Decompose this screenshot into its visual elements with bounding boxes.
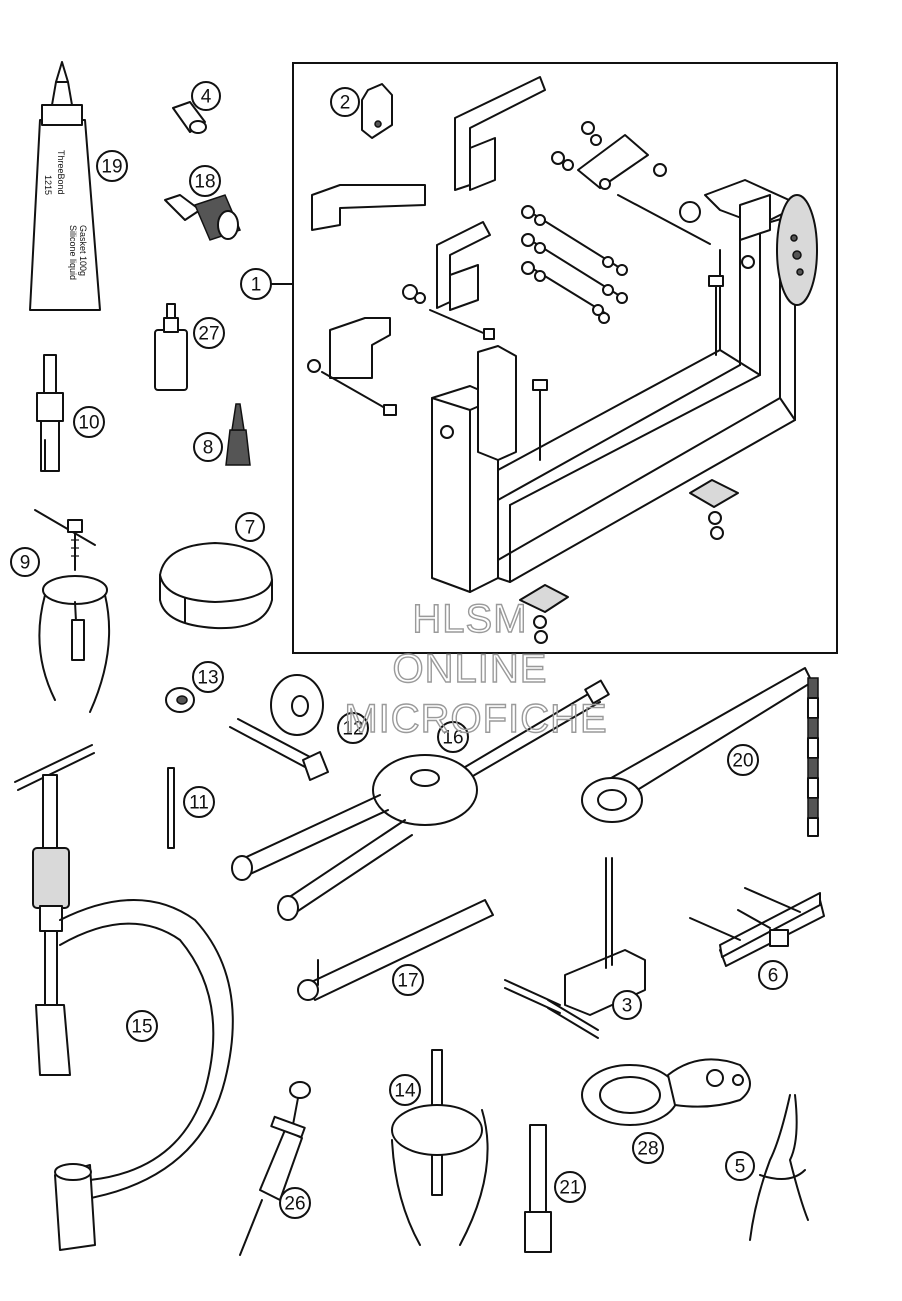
snap-ring-pliers-drawing bbox=[749, 1094, 809, 1241]
bolt-collar-drawing bbox=[229, 674, 329, 781]
svg-text:9: 9 bbox=[20, 553, 31, 574]
svg-text:8: 8 bbox=[203, 438, 214, 459]
callout-13: 13 bbox=[192, 661, 224, 693]
callout-2: 2 bbox=[330, 87, 360, 117]
two-jaw-puller-drawing bbox=[391, 1049, 489, 1246]
plug-drawing bbox=[172, 101, 207, 134]
tube-line2: Gasket 100g bbox=[78, 225, 88, 276]
watermark: HLSM ONLINE MICROFICHE bbox=[344, 596, 608, 741]
callout-19: 19 bbox=[96, 150, 128, 182]
svg-text:4: 4 bbox=[201, 87, 212, 108]
callout-20: 20 bbox=[727, 744, 759, 776]
engine-stand-drawing bbox=[307, 76, 818, 644]
svg-text:18: 18 bbox=[194, 172, 215, 193]
svg-text:21: 21 bbox=[559, 1178, 580, 1199]
holder-tool-drawing bbox=[231, 679, 610, 921]
clutch-holder-plate-drawing bbox=[581, 1058, 751, 1126]
callouts: 1 2 3 4 5 6 7 8 9 10 11 12 13 14 15 16 1… bbox=[10, 81, 788, 1219]
svg-text:20: 20 bbox=[732, 751, 753, 772]
callout-6: 6 bbox=[758, 960, 788, 990]
svg-text:5: 5 bbox=[735, 1157, 746, 1178]
tube-code: 1215 bbox=[43, 175, 53, 195]
callout-12: 12 bbox=[337, 712, 369, 744]
callout-10: 10 bbox=[73, 406, 105, 438]
callout-28: 28 bbox=[632, 1132, 664, 1164]
pin-drawing bbox=[167, 767, 175, 849]
svg-text:12: 12 bbox=[342, 719, 363, 740]
valve-spring-compressor-drawing bbox=[14, 744, 234, 1251]
callout-7: 7 bbox=[235, 512, 265, 542]
svg-text:28: 28 bbox=[637, 1139, 658, 1160]
svg-text:27: 27 bbox=[198, 324, 219, 345]
svg-text:10: 10 bbox=[78, 413, 99, 434]
holder-wrench-drawing bbox=[297, 899, 494, 1001]
callout-1: 1 bbox=[240, 268, 272, 300]
washer-drawing bbox=[165, 687, 195, 713]
tube-line1: Silicone liquid bbox=[68, 225, 78, 280]
bottle-drawing bbox=[154, 303, 188, 391]
small-bottle-drawing bbox=[225, 403, 251, 466]
svg-text:7: 7 bbox=[245, 518, 256, 539]
engine-stand-frame-box bbox=[292, 62, 838, 654]
watermark-line3: MICROFICHE bbox=[344, 697, 607, 741]
callout-14: 14 bbox=[389, 1074, 421, 1106]
callout-3: 3 bbox=[612, 990, 642, 1020]
watermark-line1: HLSM bbox=[412, 597, 527, 641]
svg-text:26: 26 bbox=[284, 1194, 305, 1215]
bearing-puller-drawing bbox=[689, 887, 825, 967]
socket-bit-drawing bbox=[524, 1124, 552, 1253]
svg-text:2: 2 bbox=[340, 93, 351, 114]
three-jaw-puller-drawing bbox=[34, 509, 111, 713]
screwdriver-drawing bbox=[239, 1081, 311, 1256]
callout-27: 27 bbox=[193, 317, 225, 349]
callout-18: 18 bbox=[189, 165, 221, 197]
svg-text:15: 15 bbox=[131, 1017, 152, 1038]
callout-8: 8 bbox=[193, 432, 223, 462]
callout-4: 4 bbox=[191, 81, 221, 111]
callout-9: 9 bbox=[10, 547, 40, 577]
chain-holder-drawing bbox=[581, 667, 819, 837]
svg-text:13: 13 bbox=[197, 668, 218, 689]
svg-text:14: 14 bbox=[394, 1081, 416, 1102]
slide-hammer-drawing bbox=[36, 354, 64, 472]
callout-15: 15 bbox=[126, 1010, 158, 1042]
svg-text:6: 6 bbox=[768, 966, 779, 987]
tube-brand: ThreeBond bbox=[56, 150, 66, 195]
watermark-line2: ONLINE bbox=[393, 647, 548, 691]
svg-text:19: 19 bbox=[101, 157, 122, 178]
svg-text:11: 11 bbox=[189, 793, 209, 814]
sealant-tube-drawing: ThreeBond 1215 Silicone liquid Gasket 10… bbox=[29, 61, 101, 311]
svg-text:16: 16 bbox=[442, 728, 463, 749]
callout-17: 17 bbox=[392, 964, 424, 996]
svg-text:1: 1 bbox=[251, 275, 262, 296]
callout-16: 16 bbox=[437, 721, 469, 753]
svg-text:17: 17 bbox=[397, 971, 418, 992]
callout-5: 5 bbox=[725, 1151, 755, 1181]
ring-drawing bbox=[159, 542, 273, 630]
callout-11: 11 bbox=[183, 786, 215, 818]
svg-text:3: 3 bbox=[622, 996, 633, 1017]
adapter-drawing bbox=[164, 194, 242, 241]
callout-26: 26 bbox=[279, 1187, 311, 1219]
callout-21: 21 bbox=[554, 1171, 586, 1203]
